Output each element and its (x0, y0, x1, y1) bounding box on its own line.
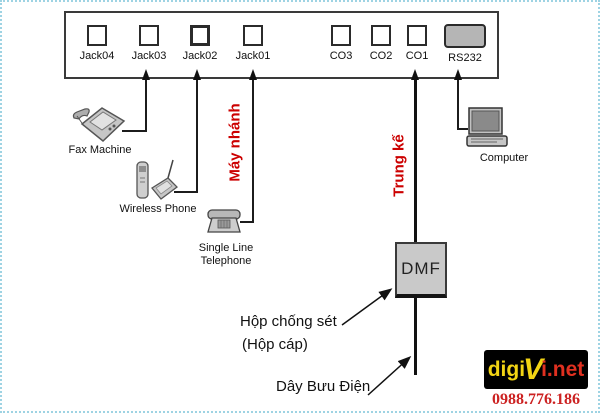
fax-machine-label: Fax Machine (68, 144, 132, 156)
wire-rs232-computer (457, 80, 459, 130)
post-line-arrow-icon (367, 355, 412, 396)
surge-arrow-icon (341, 288, 393, 326)
trunk-line (414, 80, 417, 375)
co-socket-icon (371, 25, 391, 46)
logo-net: .net (546, 358, 585, 381)
computer-icon (466, 107, 508, 147)
wire-jack02-wireless (196, 80, 198, 193)
port-label: Jack02 (182, 50, 218, 62)
single-line-label-2: Telephone (200, 255, 252, 267)
logo-i: i (541, 358, 547, 381)
surge-box-label-2: (Hộp cáp) (242, 336, 308, 353)
phone-number: 0988.776.186 (492, 391, 580, 408)
arrow-up-icon (454, 69, 462, 80)
co-socket-icon (407, 25, 427, 46)
port-label: CO2 (369, 50, 393, 62)
port-label: CO1 (405, 50, 429, 62)
single-line-label-1: Single Line (198, 242, 254, 254)
rs232-socket-icon (444, 24, 486, 48)
post-line-label: Dây Bưu Điện (276, 378, 371, 395)
port-jack01: Jack01 (231, 13, 275, 77)
jack-socket-icon (87, 25, 107, 46)
port-jack03: Jack03 (127, 13, 171, 77)
surge-box-label-1: Hộp chống sét (240, 313, 337, 330)
dmf-box: DMF (395, 242, 447, 298)
port-label: RS232 (448, 52, 482, 64)
single-line-telephone-icon (207, 209, 241, 233)
fax-machine-icon (72, 107, 126, 142)
port-label: Jack01 (235, 50, 271, 62)
wireless-phone-icon (136, 159, 178, 200)
arrow-up-icon (142, 69, 150, 80)
port-co2: CO2 (359, 13, 403, 77)
computer-label: Computer (479, 152, 529, 164)
port-rs232: RS232 (441, 13, 489, 77)
co-socket-icon (331, 25, 351, 46)
wire-jack01-phone (252, 80, 254, 223)
wire-rs232-computer (457, 128, 468, 130)
arrow-up-icon (411, 69, 419, 80)
port-label: Jack03 (131, 50, 167, 62)
jack-socket-icon (243, 25, 263, 46)
wire-jack02-wireless (174, 191, 198, 193)
port-co3: CO3 (319, 13, 363, 77)
wire-jack03-fax (145, 80, 147, 132)
wire-jack01-phone (240, 221, 254, 223)
arrow-up-icon (193, 69, 201, 80)
port-label: Jack04 (79, 50, 115, 62)
port-jack02: Jack02 (178, 13, 222, 77)
logo-digi: digi (487, 358, 526, 381)
wireless-phone-label: Wireless Phone (119, 203, 197, 215)
jack-socket-icon (190, 25, 210, 46)
port-jack04: Jack04 (75, 13, 119, 77)
port-co1: CO1 (395, 13, 439, 77)
pbx-panel: Jack04 Jack03 Jack02 Jack01 CO3 CO2 CO1 (64, 11, 499, 79)
logo-v: V (523, 352, 544, 386)
port-label: CO3 (329, 50, 353, 62)
single-line-telephone-label: Single Line Telephone (188, 242, 264, 268)
wire-jack03-fax (122, 130, 147, 132)
jack-socket-icon (139, 25, 159, 46)
arrow-up-icon (249, 69, 257, 80)
